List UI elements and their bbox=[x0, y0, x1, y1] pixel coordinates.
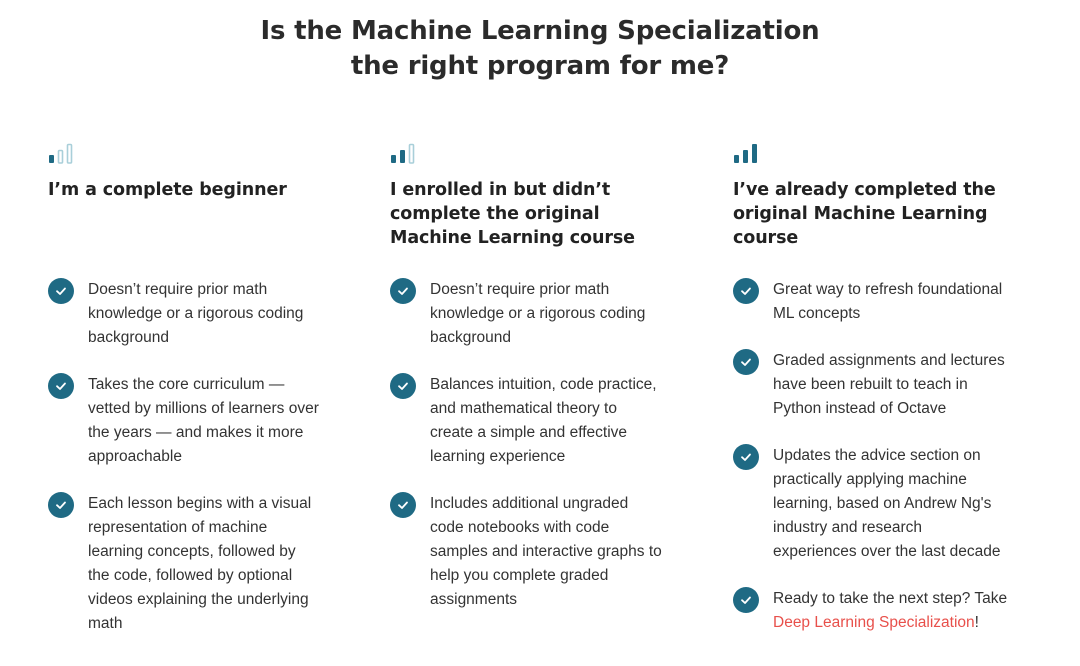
check-circle-icon bbox=[733, 349, 759, 375]
page-title-line-2: the right program for me? bbox=[350, 51, 730, 81]
check-circle-icon bbox=[390, 492, 416, 518]
column-heading: I’ve already completed the original Mach… bbox=[733, 178, 1033, 250]
column-heading-line: original Machine Learning bbox=[733, 204, 988, 224]
list-item-text: Takes the core curriculum — vetted by mi… bbox=[88, 376, 319, 465]
list-item: Balances intuition, code practice, and m… bbox=[390, 373, 730, 469]
check-circle-icon bbox=[48, 492, 74, 518]
list-item-text: Updates the advice section on practicall… bbox=[773, 447, 1001, 560]
list-item-text: Doesn’t require prior math knowledge or … bbox=[430, 281, 646, 346]
list-item: Updates the advice section on practicall… bbox=[733, 444, 1073, 564]
check-circle-icon bbox=[733, 587, 759, 613]
list-item-text: Each lesson begins with a visual represe… bbox=[88, 495, 312, 632]
check-circle-icon bbox=[390, 373, 416, 399]
check-circle-icon bbox=[733, 278, 759, 304]
column-heading: I’m a complete beginner bbox=[48, 178, 348, 202]
list-item: Each lesson begins with a visual represe… bbox=[48, 492, 388, 636]
list-item: Takes the core curriculum — vetted by mi… bbox=[48, 373, 388, 469]
list-item-text: Includes additional ungraded code notebo… bbox=[430, 495, 662, 608]
column-already-completed: I’ve already completed the original Mach… bbox=[733, 142, 1033, 631]
list-item: Graded assignments and lectures have bee… bbox=[733, 349, 1073, 421]
column-heading-line: I enrolled in but didn’t bbox=[390, 180, 611, 200]
list-item: Doesn’t require prior math knowledge or … bbox=[390, 278, 730, 350]
list-item: Ready to take the next step? Take Deep L… bbox=[733, 587, 1073, 635]
list-item: Doesn’t require prior math knowledge or … bbox=[48, 278, 388, 350]
deep-learning-specialization-link[interactable]: Deep Learning Specialization bbox=[773, 614, 975, 631]
signal-bars-level-3-icon bbox=[734, 144, 757, 163]
column-heading-line: course bbox=[733, 228, 799, 248]
list-item: Includes additional ungraded code notebo… bbox=[390, 492, 730, 612]
column-enrolled-not-completed: I enrolled in but didn’t complete the or… bbox=[390, 142, 690, 608]
list-item-text: Balances intuition, code practice, and m… bbox=[430, 376, 657, 465]
list-item: Great way to refresh foundational ML con… bbox=[733, 278, 1073, 326]
list-item-text: Graded assignments and lectures have bee… bbox=[773, 352, 1005, 417]
list-item-text: Great way to refresh foundational ML con… bbox=[773, 281, 1003, 322]
check-circle-icon bbox=[48, 373, 74, 399]
column-heading-line: I’ve already completed the bbox=[733, 180, 996, 200]
check-circle-icon bbox=[48, 278, 74, 304]
list-item-text: Doesn’t require prior math knowledge or … bbox=[88, 281, 304, 346]
page-title-line-1: Is the Machine Learning Specialization bbox=[260, 16, 820, 46]
signal-bars-level-1-icon bbox=[49, 143, 73, 164]
column-heading-line: complete the original bbox=[390, 204, 600, 224]
column-heading-line: I’m a complete beginner bbox=[48, 180, 287, 200]
column-complete-beginner: I’m a complete beginner Doesn’t require … bbox=[48, 142, 348, 632]
check-circle-icon bbox=[733, 444, 759, 470]
column-heading-line: Machine Learning course bbox=[390, 228, 635, 248]
page-title: Is the Machine Learning Specialization t… bbox=[0, 14, 1080, 84]
check-circle-icon bbox=[390, 278, 416, 304]
signal-bars-level-2-icon bbox=[391, 143, 415, 164]
column-heading: I enrolled in but didn’t complete the or… bbox=[390, 178, 690, 250]
list-item-text: Ready to take the next step? Take Deep L… bbox=[773, 590, 1008, 631]
